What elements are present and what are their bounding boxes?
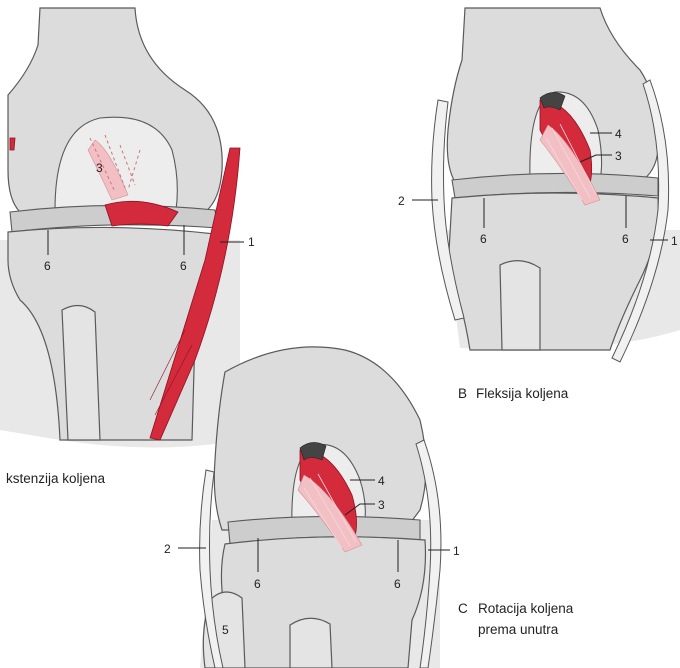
panel-c-caption-letter: C: [458, 601, 468, 616]
panel-c-label-1: 1: [453, 544, 460, 558]
panel-a-label-6b: 6: [180, 259, 187, 273]
panel-b-label-3: 3: [615, 149, 622, 163]
panel-a-caption: kstenzija koljena: [6, 471, 106, 486]
panel-c-caption-line2: prema unutra: [478, 622, 559, 637]
panel-b-ligament-top: [540, 92, 565, 110]
panel-a: 3 6 6 1 kstenzija koljena: [0, 8, 255, 486]
panel-c-label-6a: 6: [254, 577, 261, 591]
panel-b-fibula: [500, 261, 540, 350]
panel-b-label-2: 2: [398, 194, 405, 208]
panel-a-label-3: 3: [96, 161, 103, 175]
panel-c-caption-line1: Rotacija koljena: [478, 601, 574, 616]
panel-b: 4 3 2 6 6 1 B Fleksija koljena: [398, 8, 680, 401]
panel-c-label-4: 4: [378, 474, 385, 488]
panel-c-ligament-top: [300, 442, 326, 460]
panel-b-label-6b: 6: [622, 232, 629, 246]
panel-c-label-5: 5: [222, 623, 229, 637]
panel-b-label-6a: 6: [480, 232, 487, 246]
panel-c-label-3: 3: [378, 498, 385, 512]
panel-b-caption: Fleksija koljena: [476, 386, 569, 401]
panel-a-label-6a: 6: [44, 259, 51, 273]
panel-a-medial-sliver: [10, 138, 15, 150]
panel-c-label-2: 2: [164, 542, 171, 556]
panel-a-fibula: [62, 305, 100, 440]
panel-c-label-6b: 6: [394, 577, 401, 591]
panel-b-label-4: 4: [615, 127, 622, 141]
panel-a-label-1: 1: [248, 235, 255, 249]
panel-b-label-1: 1: [671, 234, 678, 248]
panel-c-tibial-cutout: [290, 618, 332, 668]
panel-b-caption-letter: B: [458, 386, 467, 401]
